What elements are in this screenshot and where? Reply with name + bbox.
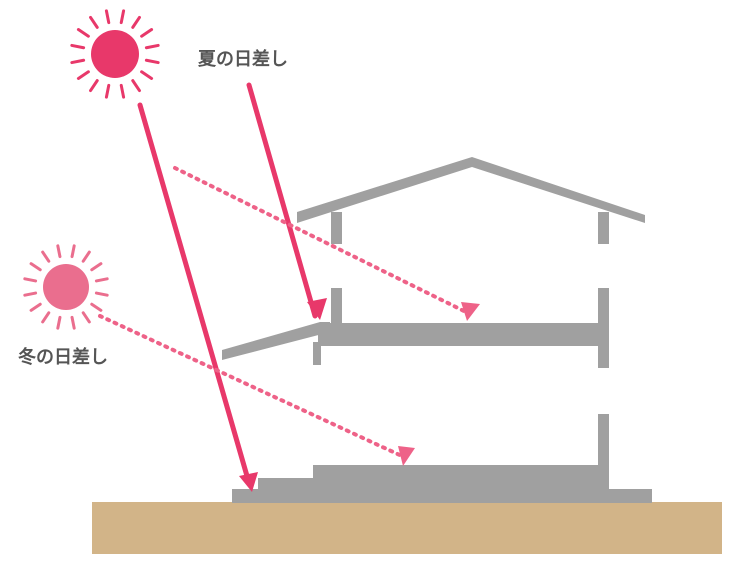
second-floor-slab: [318, 323, 609, 346]
eave-post: [313, 342, 321, 365]
sun-ray: [140, 70, 154, 80]
summer-sun-label: 夏の日差し: [198, 48, 288, 70]
sun-ray: [41, 250, 51, 263]
sun-ray: [104, 9, 111, 25]
sun-ray: [144, 58, 160, 65]
roof: [297, 157, 645, 223]
sun-ray: [131, 79, 141, 93]
summer-sun-icon: [70, 9, 160, 99]
sun-ray: [94, 277, 109, 283]
sun-ray: [81, 311, 91, 324]
summer-ray-arrow-lower: [137, 102, 250, 479]
sun-ray: [81, 250, 91, 263]
sun-ray: [23, 291, 38, 297]
sun-ray: [70, 244, 76, 259]
sun-ray: [94, 291, 109, 297]
sun-ray: [140, 28, 154, 38]
sun-ray: [144, 43, 160, 50]
ground-floor-step: [258, 478, 609, 490]
sun-ray: [23, 277, 38, 283]
sun-ray: [104, 83, 111, 99]
winter-ray-arrow-upper: [173, 166, 470, 315]
sun-ray: [41, 311, 51, 324]
house-cross-section: [222, 157, 652, 503]
sun-ray: [131, 15, 141, 29]
right-wall-upper: [598, 212, 609, 244]
sun-ray: [56, 315, 62, 330]
sun-ray: [90, 302, 103, 312]
sun-ray: [56, 244, 62, 259]
sun-ray: [70, 58, 86, 65]
summer-ray-arrow-upper: [246, 82, 318, 319]
right-wall-mid: [598, 288, 609, 324]
winter-sun-icon: [23, 244, 109, 330]
sun-ray: [76, 28, 90, 38]
left-wall-mid: [331, 288, 342, 324]
winter-arrowhead-upper: [461, 302, 480, 321]
sun-ray: [119, 9, 126, 25]
eave: [222, 322, 330, 360]
sun-ray: [29, 262, 42, 272]
winter-ray-arrow-lower: [98, 314, 406, 459]
sun-ray: [70, 43, 86, 50]
right-wall-lower: [598, 346, 609, 368]
ground: [92, 502, 722, 554]
summer-arrowhead-lower: [239, 472, 258, 492]
right-wall-ground: [598, 414, 609, 494]
summer-arrowhead-upper: [307, 298, 327, 320]
sun-ray: [89, 79, 99, 93]
winter-sun-label: 冬の日差し: [18, 346, 108, 368]
sun-ray: [70, 315, 76, 330]
ground-floor-raised: [313, 465, 609, 479]
left-wall-upper: [331, 212, 342, 244]
sun-ray: [29, 302, 42, 312]
sun-ray: [76, 70, 90, 80]
sun-ray: [89, 15, 99, 29]
sun-ray: [119, 83, 126, 99]
sun-ray: [90, 262, 103, 272]
winter-arrowhead-lower: [398, 446, 415, 466]
foundation: [232, 489, 652, 503]
